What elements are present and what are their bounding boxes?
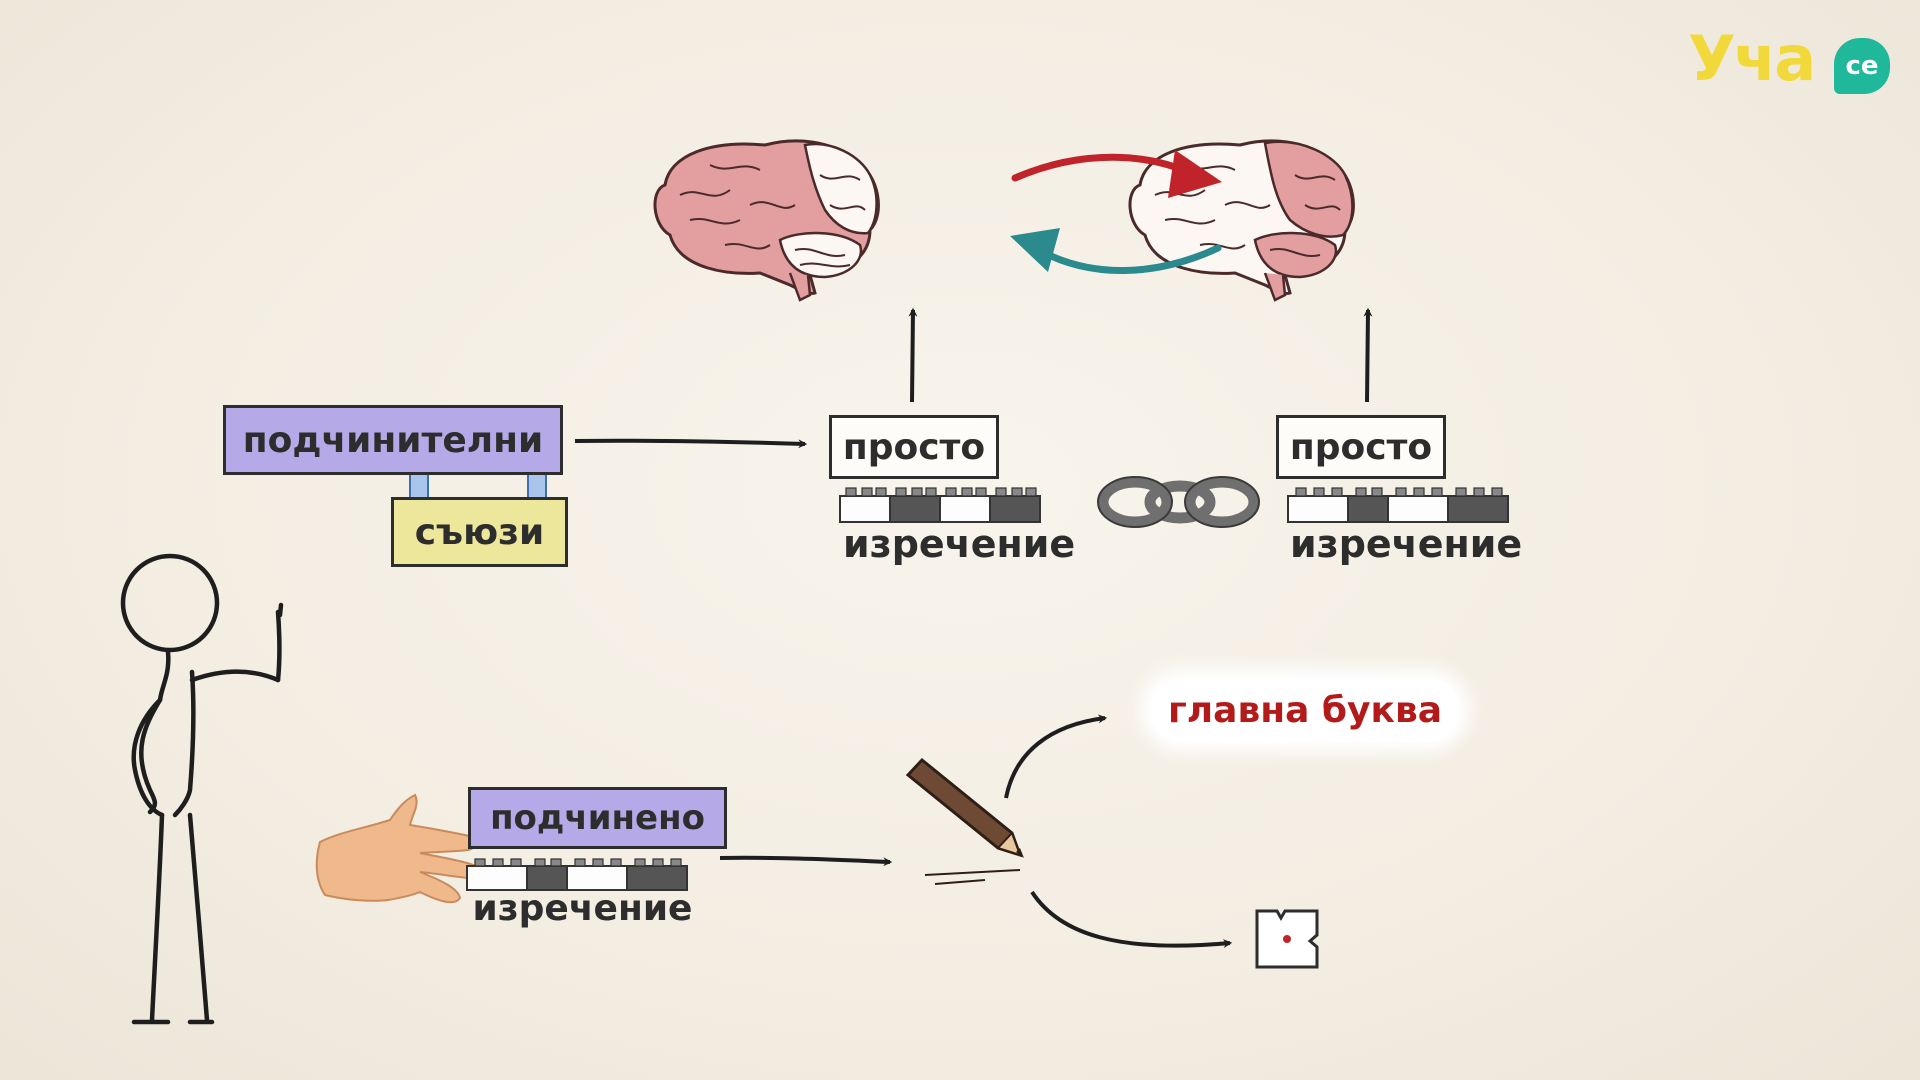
caption-sentence-right: изречение: [1290, 522, 1523, 566]
label-subordinate: подчинено: [468, 787, 727, 849]
brain-icon: [653, 139, 880, 302]
hand-icon: [315, 793, 483, 904]
arrow-icon: [1030, 890, 1233, 949]
label-simple-right-text: просто: [1289, 426, 1433, 468]
logo-badge-text: се: [1845, 51, 1879, 81]
logo-text: Уча: [1688, 22, 1816, 95]
label-subordinating: подчинителни: [223, 405, 563, 475]
label-simple-left-text: просто: [842, 426, 986, 468]
logo: Уча: [1688, 22, 1816, 95]
label-subordinating-text: подчинителни: [242, 419, 544, 461]
label-conjunctions: съюзи: [391, 497, 568, 567]
label-simple-left: просто: [829, 415, 999, 479]
caption-sentence-bottom: изречение: [472, 888, 693, 929]
label-subordinate-text: подчинено: [490, 798, 705, 838]
arrow-icon: [1363, 307, 1373, 403]
arrow-icon: [908, 307, 918, 403]
teal-arrow-icon: [1010, 228, 1222, 274]
arrow-icon: [719, 855, 893, 867]
red-arrow-icon: [1011, 150, 1222, 198]
brick-icon: [1287, 487, 1509, 523]
stick-figure: [120, 553, 284, 1025]
arrow-icon: [574, 438, 808, 449]
arrow-icon: [1004, 714, 1108, 799]
label-conjunctions-text: съюзи: [414, 511, 545, 553]
chain-icon: [1097, 476, 1260, 528]
callout-capital-letter: главна буква: [1150, 678, 1460, 742]
logo-badge: се: [1834, 38, 1890, 94]
callout-capital-letter-text: главна буква: [1167, 689, 1443, 731]
period-card-icon: [1255, 909, 1319, 969]
caption-sentence-left: изречение: [843, 522, 1076, 566]
brick-icon: [466, 858, 688, 891]
pencil-icon: [905, 757, 1024, 885]
label-simple-right: просто: [1276, 415, 1446, 479]
brick-icon: [839, 487, 1041, 523]
